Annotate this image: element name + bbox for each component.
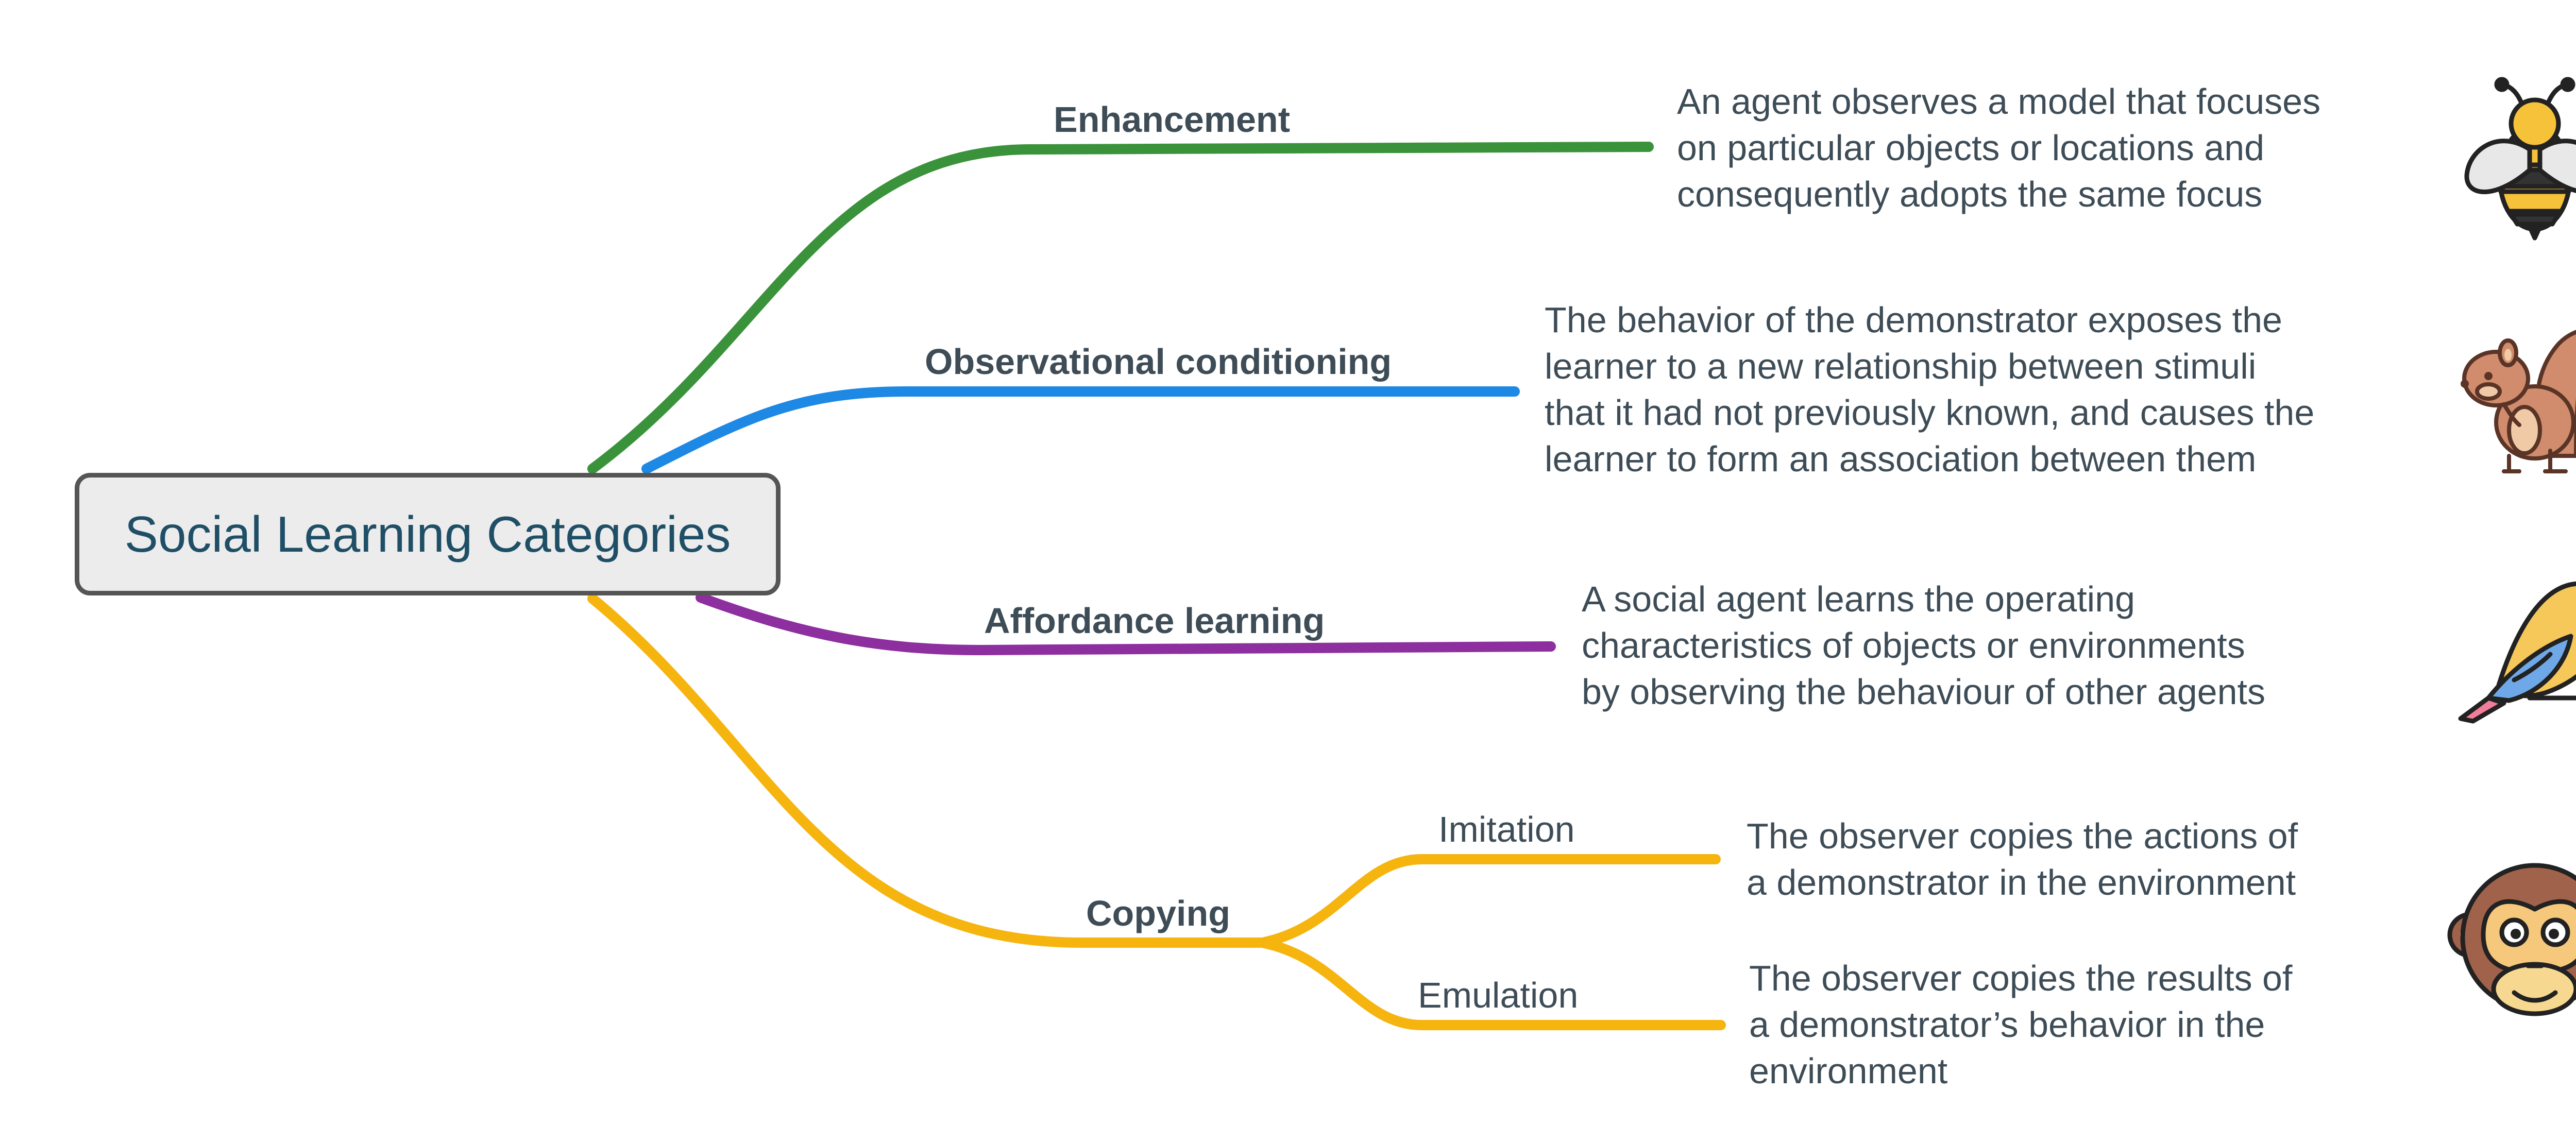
- branch-label-affordance-learning: Affordance learning: [984, 601, 1325, 641]
- monkey-icon: [2447, 863, 2576, 1016]
- squirrel-icon: [2461, 330, 2576, 473]
- description-line: learner to a new relationship between st…: [1545, 346, 2257, 386]
- branch-connector-imitation: [1257, 854, 1721, 948]
- bee-icon: [2464, 77, 2576, 241]
- description-observational-conditioning: The behavior of the demonstrator exposes…: [1545, 297, 2314, 482]
- description-line: The observer copies the actions of: [1747, 816, 2298, 856]
- branch-label-copying: Copying: [1086, 893, 1230, 933]
- branch-connector-affordance-learning: [696, 592, 1556, 656]
- branch-label-enhancement: Enhancement: [1054, 99, 1290, 140]
- bird-icon: [2458, 581, 2576, 724]
- description-line: consequently adopts the same focus: [1677, 174, 2263, 214]
- description-line: environment: [1749, 1051, 1948, 1091]
- description-affordance-learning: A social agent learns the operating char…: [1582, 576, 2265, 715]
- branch-connector-enhancement: [587, 142, 1654, 474]
- description-line: a demonstrator’s behavior in the: [1749, 1004, 2265, 1045]
- root-label: Social Learning Categories: [124, 505, 731, 563]
- root-node: Social Learning Categories: [75, 473, 781, 595]
- branch-connector-observational-conditioning: [641, 386, 1520, 474]
- description-line: An agent observes a model that focuses: [1677, 81, 2321, 122]
- description-line: learner to form an association between t…: [1545, 439, 2257, 479]
- branch-connector-emulation: [1257, 938, 1726, 1031]
- description-line: that it had not previously known, and ca…: [1545, 393, 2315, 433]
- description-emulation: The observer copies the results of a dem…: [1749, 955, 2292, 1094]
- description-line: The behavior of the demonstrator exposes…: [1545, 300, 2282, 340]
- description-imitation: The observer copies the actions of a dem…: [1747, 813, 2298, 906]
- description-line: on particular objects or locations and: [1677, 128, 2265, 168]
- description-line: characteristics of objects or environmen…: [1582, 625, 2245, 666]
- description-line: a demonstrator in the environment: [1747, 862, 2296, 902]
- branch-label-observational-conditioning: Observational conditioning: [925, 342, 1392, 382]
- sub-label-imitation: Imitation: [1438, 809, 1575, 849]
- description-line: by observing the behaviour of other agen…: [1582, 672, 2265, 712]
- sub-label-emulation: Emulation: [1418, 975, 1579, 1015]
- description-enhancement: An agent observes a model that focuses o…: [1677, 78, 2320, 217]
- branch-connector-copying: [587, 593, 1267, 948]
- description-line: The observer copies the results of: [1749, 958, 2293, 998]
- description-line: A social agent learns the operating: [1582, 579, 2136, 619]
